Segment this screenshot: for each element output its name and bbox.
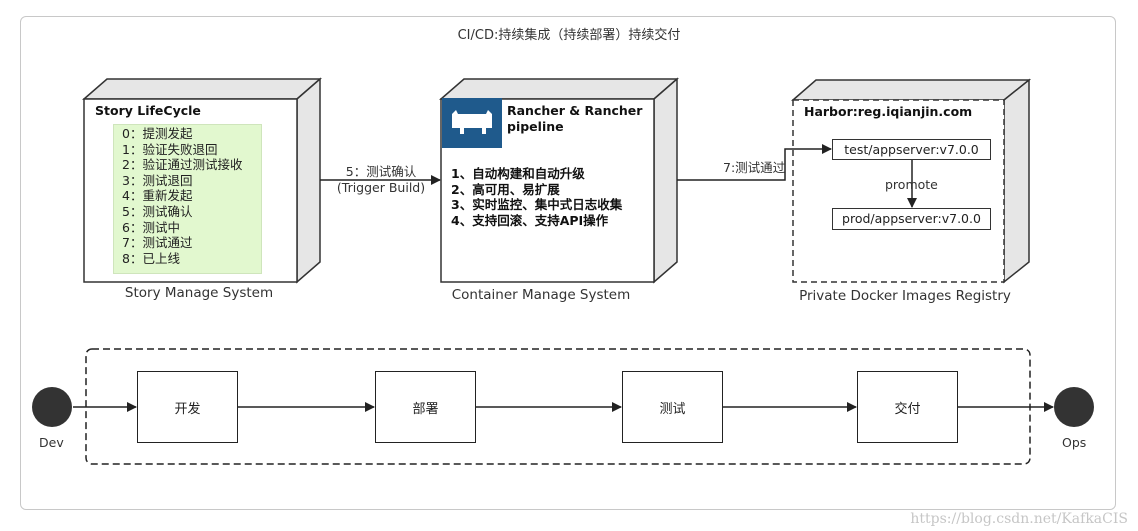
test-image-tag: test/appserver:v7.0.0 [832,139,991,160]
step-develop: 开发 [137,371,238,443]
lifecycle-item: 5：测试确认 [122,203,193,219]
story-box-title: Story LifeCycle [95,103,201,118]
start-node [32,387,72,427]
harbor-caption: Private Docker Images Registry [799,288,1011,304]
lifecycle-item: 7：测试通过 [122,235,193,251]
story-caption: Story Manage System [124,285,274,301]
edge-trigger-label: 5：测试确认 (Trigger Build) [322,164,440,196]
container-caption: Container Manage System [451,287,631,303]
lifecycle-item: 8：已上线 [122,250,180,266]
harbor-box-title: Harbor:reg.iqianjin.com [804,104,973,119]
lifecycle-item: 2：验证通过测试接收 [122,157,243,173]
rancher-cow-icon [442,98,502,148]
edge-test-pass [677,144,832,181]
diagram-title: CI/CD:持续集成（持续部署）持续交付 [457,28,681,43]
step-deploy: 部署 [375,371,476,443]
edge-trigger-label-line1: 5：测试确认 [345,164,417,179]
lifecycle-item: 4：重新发起 [122,188,193,204]
outer-frame [20,16,1116,510]
edge-test-pass-label: 7:测试通过 [723,160,786,175]
container-title-line1: Rancher & Rancher [507,103,643,118]
start-label: Dev [39,435,64,450]
step-test: 测试 [622,371,723,443]
end-node [1054,387,1094,427]
watermark: https://blog.csdn.net/KafkaCIS [910,511,1128,527]
lifecycle-item: 1：验证失败退回 [122,141,218,157]
end-label: Ops [1062,435,1087,450]
container-features: 1、自动构建和自动升级 2、高可用、易扩展 3、实时监控、集中式日志收集 4、支… [451,166,622,228]
feature-item: 3、实时监控、集中式日志收集 [451,197,623,212]
step-deliver: 交付 [857,371,958,443]
prod-image-tag: prod/appserver:v7.0.0 [832,208,991,230]
lifecycle-item: 3：测试退回 [122,172,193,188]
container-title-line2: pipeline [507,119,564,134]
edge-trigger-label-line2: (Trigger Build) [336,180,426,195]
promote-label: promote [885,177,938,192]
feature-item: 1、自动构建和自动升级 [451,166,585,181]
lifecycle-item: 6：测试中 [122,219,180,235]
feature-item: 2、高可用、易扩展 [451,181,560,197]
harbor-cube [790,78,1032,284]
lifecycle-list: 0：提测发起 1：验证失败退回 2：验证通过测试接收 3：测试退回 4：重新发起… [113,124,262,274]
lifecycle-item: 0：提测发起 [122,126,193,141]
container-box-title: Rancher & Rancher pipeline [507,103,642,135]
feature-item: 4、支持回滚、支持API操作 [451,212,609,228]
